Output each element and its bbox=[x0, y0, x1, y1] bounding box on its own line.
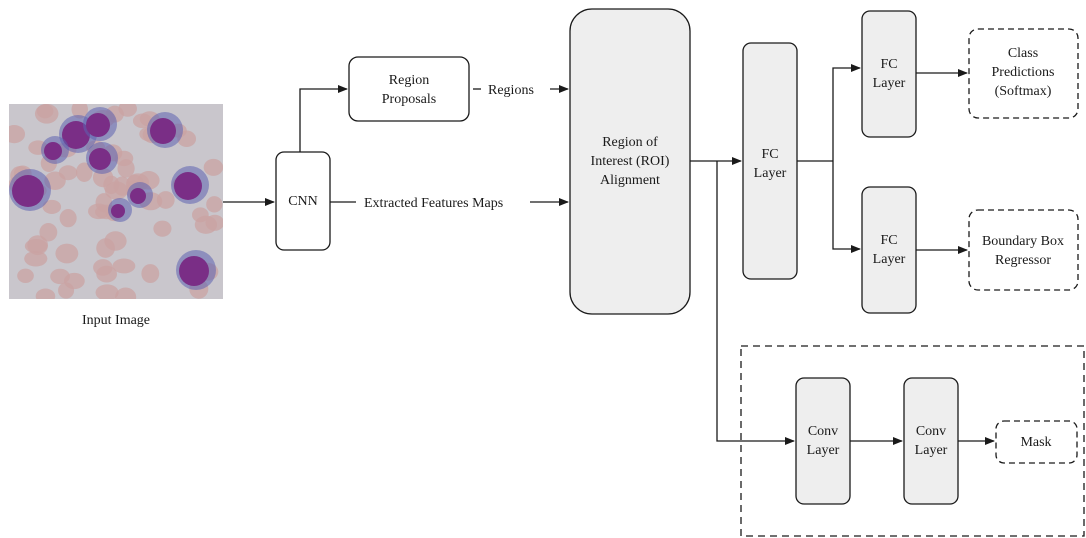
red-blood-cell bbox=[206, 196, 223, 213]
red-blood-cell bbox=[36, 104, 54, 119]
stained-cell bbox=[176, 250, 216, 290]
class-predictions-label-1: Class bbox=[1008, 46, 1038, 61]
red-blood-cell bbox=[115, 287, 137, 299]
class-predictions-block bbox=[968, 28, 1079, 119]
stained-cell bbox=[127, 182, 153, 208]
red-blood-cell bbox=[112, 258, 136, 274]
mask-label: Mask bbox=[1020, 435, 1051, 450]
red-blood-cell bbox=[114, 150, 134, 167]
stained-cell bbox=[171, 166, 209, 204]
bbox-regressor-label-1: Boundary Box bbox=[982, 234, 1064, 249]
arrow-cnn-to-proposals bbox=[299, 85, 348, 152]
red-blood-cell bbox=[35, 288, 56, 299]
region-proposals-label-1: Region bbox=[389, 73, 429, 88]
stained-cell bbox=[86, 142, 118, 174]
input-image-caption: Input Image bbox=[82, 313, 150, 328]
stained-cell bbox=[41, 136, 69, 164]
roi-label-1: Region of bbox=[602, 135, 658, 150]
mask-block bbox=[995, 420, 1078, 464]
input-image bbox=[9, 104, 223, 299]
roi-label-2: Interest (ROI) bbox=[591, 154, 670, 169]
red-blood-cell bbox=[104, 231, 127, 251]
conv2-label-1: Conv bbox=[916, 424, 946, 439]
arrow-roi-to-conv1 bbox=[716, 161, 795, 445]
regions-edge-label: Regions bbox=[488, 83, 534, 98]
red-blood-cell bbox=[42, 199, 62, 214]
red-blood-cell bbox=[55, 243, 79, 264]
class-predictions-label-3: (Softmax) bbox=[995, 84, 1052, 99]
red-blood-cell bbox=[96, 265, 117, 283]
red-blood-cell bbox=[95, 284, 119, 299]
red-blood-cell bbox=[9, 125, 26, 144]
region-proposals-block bbox=[348, 56, 470, 122]
bbox-regressor-block bbox=[968, 209, 1079, 291]
red-blood-cell bbox=[104, 181, 129, 200]
class-predictions-label-2: Predictions bbox=[992, 65, 1055, 80]
fc-main-label-2: Layer bbox=[754, 166, 787, 181]
stained-cells bbox=[9, 107, 216, 290]
red-blood-cell bbox=[17, 268, 34, 284]
stained-cell bbox=[147, 112, 183, 148]
red-blood-cell bbox=[71, 104, 88, 119]
stained-cell bbox=[9, 169, 51, 211]
region-proposals-label-2: Proposals bbox=[382, 92, 436, 107]
conv1-label-2: Layer bbox=[807, 443, 840, 458]
fc-top-label-1: FC bbox=[880, 57, 897, 72]
arrow-fc-to-fc-top bbox=[832, 64, 861, 161]
conv-layer-2 bbox=[903, 377, 959, 505]
red-blood-cell bbox=[141, 264, 160, 284]
fc-main-label-1: FC bbox=[761, 147, 778, 162]
features-edge-label: Extracted Features Maps bbox=[364, 196, 503, 211]
arrow-fc-to-fc-bottom bbox=[832, 161, 861, 253]
red-blood-cell bbox=[75, 162, 93, 183]
red-blood-cell bbox=[27, 235, 49, 256]
conv-layer-1 bbox=[795, 377, 851, 505]
red-blood-cell bbox=[58, 165, 78, 181]
fc-layer-top bbox=[861, 10, 917, 138]
conv1-label-1: Conv bbox=[808, 424, 838, 439]
fc-bottom-label-1: FC bbox=[880, 233, 897, 248]
roi-label-3: Alignment bbox=[600, 173, 660, 188]
cnn-label: CNN bbox=[288, 194, 318, 209]
fc-top-label-2: Layer bbox=[873, 76, 906, 91]
red-blood-cell bbox=[59, 209, 77, 228]
red-blood-cell bbox=[63, 272, 85, 290]
red-blood-cell bbox=[153, 220, 172, 237]
fc-bottom-label-2: Layer bbox=[873, 252, 906, 267]
stained-cell bbox=[83, 107, 117, 141]
red-blood-cell bbox=[205, 214, 223, 231]
red-blood-cell bbox=[156, 191, 175, 209]
red-blood-cell bbox=[203, 158, 223, 176]
cnn-block bbox=[275, 151, 331, 251]
bbox-regressor-label-2: Regressor bbox=[995, 253, 1051, 268]
mask-branch-container bbox=[740, 345, 1085, 537]
red-blood-cell bbox=[39, 223, 58, 242]
red-blood-cell bbox=[132, 113, 153, 129]
fc-layer-bottom bbox=[861, 186, 917, 314]
conv2-label-2: Layer bbox=[915, 443, 948, 458]
red-blood-cell bbox=[24, 250, 48, 267]
stained-cell bbox=[108, 198, 132, 222]
